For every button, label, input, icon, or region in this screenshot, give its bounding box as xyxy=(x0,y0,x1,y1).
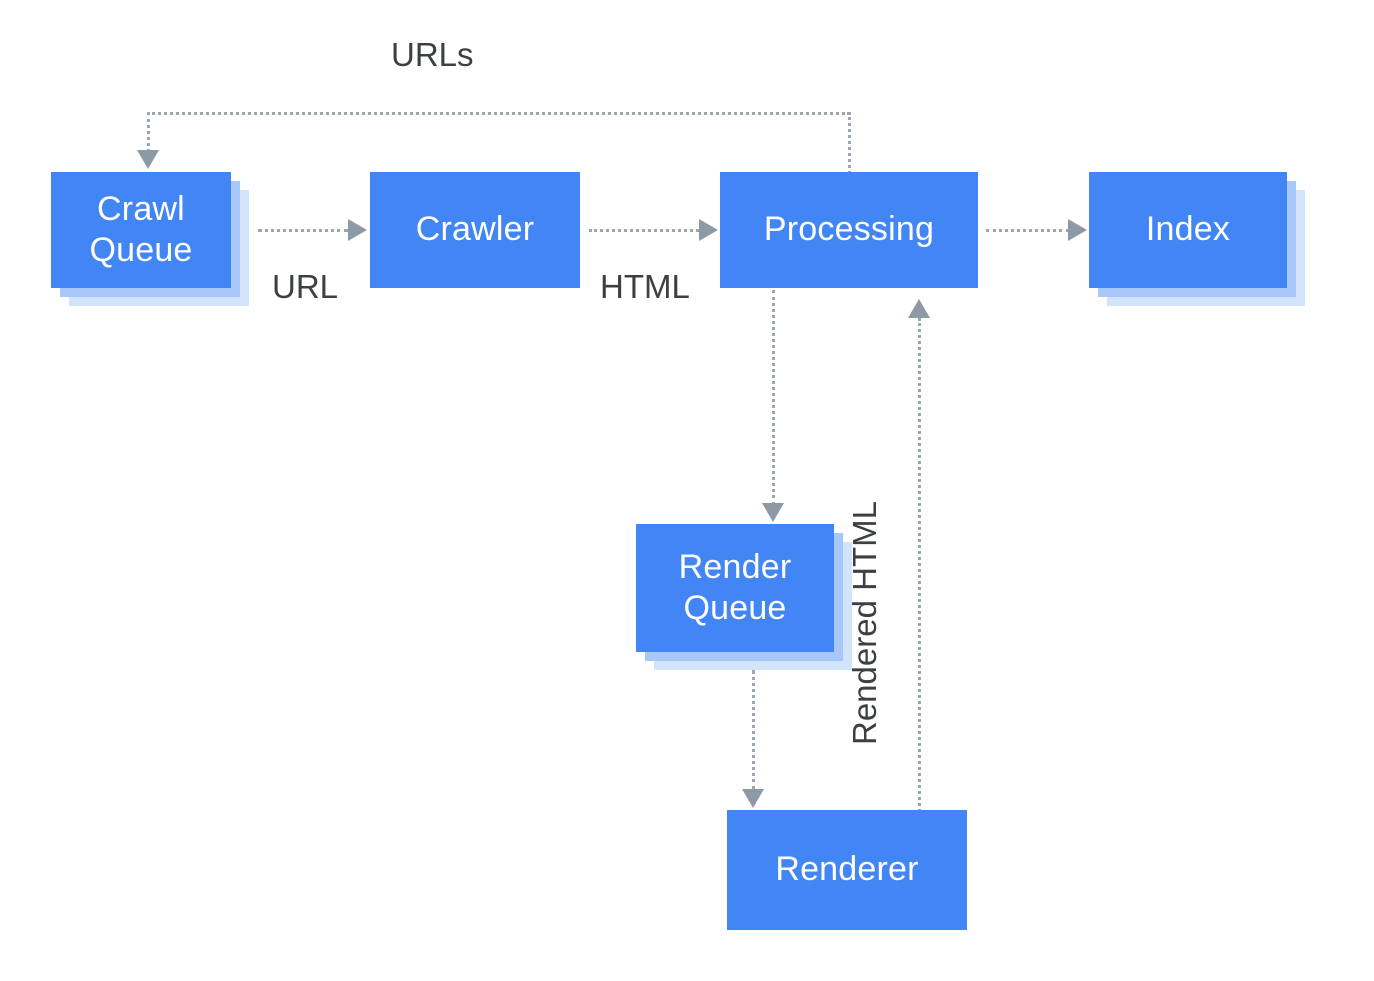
arrowhead-into-renderer xyxy=(742,789,764,808)
arrowhead-into-processing-left xyxy=(699,219,718,241)
node-crawl-queue-label: Crawl Queue xyxy=(89,189,193,269)
edge-processing-to-crawlqueue-horizontal xyxy=(147,112,850,115)
arrowhead-into-index xyxy=(1068,219,1087,241)
edge-crawler-to-processing-line xyxy=(589,229,699,232)
edge-renderer-to-processing-line xyxy=(918,318,921,812)
edge-label-rendered-html: Rendered HTML xyxy=(846,501,883,745)
arrowhead-into-crawler xyxy=(348,219,367,241)
edge-label-html: HTML xyxy=(600,268,690,305)
arrowhead-into-crawl-queue xyxy=(137,150,159,169)
node-index[interactable]: Index xyxy=(1089,172,1287,288)
edge-label-urls: URLs xyxy=(391,36,474,73)
node-renderer-label: Renderer xyxy=(775,850,919,889)
edge-processing-to-crawlqueue-riser xyxy=(848,112,851,174)
node-index-label: Index xyxy=(1145,210,1231,249)
node-processing-label: Processing xyxy=(763,210,935,249)
arrowhead-into-processing-bottom xyxy=(908,299,930,318)
edge-processing-to-crawlqueue-descender xyxy=(147,112,150,152)
edge-renderqueue-to-renderer-line xyxy=(752,670,755,790)
edge-crawlqueue-to-crawler-line xyxy=(258,229,348,232)
node-crawler-label: Crawler xyxy=(415,210,535,249)
edge-label-url: URL xyxy=(272,268,339,305)
node-processing[interactable]: Processing xyxy=(720,172,978,288)
node-crawler[interactable]: Crawler xyxy=(370,172,580,288)
node-renderer[interactable]: Renderer xyxy=(727,810,967,930)
node-render-queue-label: Render Queue xyxy=(678,547,792,627)
edge-processing-to-index-line xyxy=(986,229,1069,232)
node-crawl-queue[interactable]: Crawl Queue xyxy=(51,172,231,288)
node-render-queue[interactable]: Render Queue xyxy=(636,524,834,652)
arrowhead-into-render-queue xyxy=(762,503,784,522)
edge-processing-to-renderqueue-line xyxy=(772,290,775,505)
